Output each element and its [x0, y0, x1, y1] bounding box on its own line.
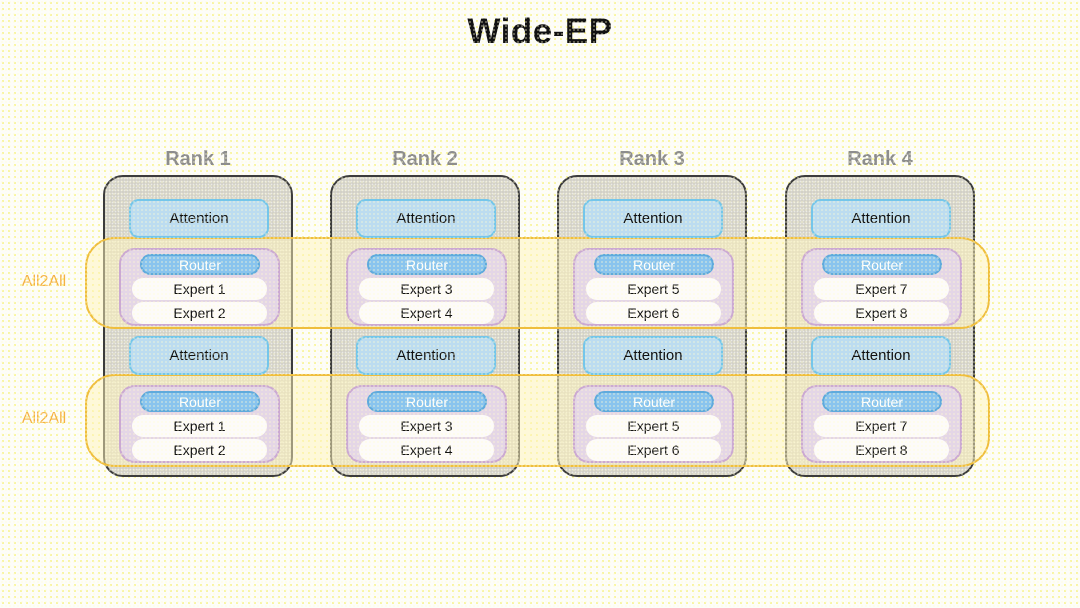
- diagram-title: Wide-EP: [467, 12, 613, 51]
- expert-pill: Expert 1: [132, 415, 267, 437]
- expert-pill: Expert 3: [359, 415, 494, 437]
- rank-label: Rank 2: [392, 148, 458, 170]
- expert-pill-label: Expert 8: [855, 442, 908, 458]
- router-pill: Router: [594, 254, 714, 275]
- moe-expert-group: Router Expert 5 Expert 6: [573, 385, 734, 463]
- expert-pill: Expert 5: [586, 278, 721, 300]
- expert-pill: Expert 4: [359, 439, 494, 461]
- expert-pill: Expert 7: [814, 278, 949, 300]
- attention-box: Attention: [811, 199, 951, 238]
- router-pill-label: Router: [632, 256, 676, 273]
- expert-pill-label: Expert 1: [173, 418, 226, 434]
- moe-expert-group: Router Expert 3 Expert 4: [346, 385, 507, 463]
- moe-expert-group: Router Expert 1 Expert 2: [119, 385, 280, 463]
- attention-box: Attention: [583, 199, 723, 238]
- attention-box: Attention: [356, 199, 496, 238]
- expert-pill-label: Expert 7: [855, 281, 908, 297]
- moe-expert-group: Router Expert 5 Expert 6: [573, 248, 734, 326]
- expert-pill: Expert 2: [132, 302, 267, 324]
- attention-box-label: Attention: [851, 210, 911, 227]
- moe-expert-group: Router Expert 3 Expert 4: [346, 248, 507, 326]
- router-pill-label: Router: [405, 256, 449, 273]
- attention-box-label: Attention: [623, 210, 683, 227]
- moe-expert-group: Router Expert 7 Expert 8: [801, 385, 962, 463]
- expert-pill: Expert 8: [814, 302, 949, 324]
- all2all-label-bottom: All2All: [21, 410, 67, 427]
- router-pill-label: Router: [178, 393, 222, 410]
- attention-box-label: Attention: [169, 210, 229, 227]
- router-pill-label: Router: [405, 393, 449, 410]
- attention-box-label: Attention: [169, 347, 229, 364]
- expert-pill-label: Expert 2: [173, 442, 226, 458]
- router-pill: Router: [367, 254, 487, 275]
- expert-pill: Expert 8: [814, 439, 949, 461]
- router-pill: Router: [140, 254, 260, 275]
- attention-box-label: Attention: [851, 347, 911, 364]
- expert-pill: Expert 3: [359, 278, 494, 300]
- attention-box: Attention: [583, 336, 723, 375]
- rank-label: Rank 4: [847, 148, 913, 170]
- expert-pill-label: Expert 5: [627, 281, 680, 297]
- expert-pill-label: Expert 2: [173, 305, 226, 321]
- expert-pill-label: Expert 6: [627, 442, 680, 458]
- expert-pill: Expert 2: [132, 439, 267, 461]
- attention-box-label: Attention: [623, 347, 683, 364]
- expert-pill: Expert 6: [586, 439, 721, 461]
- router-pill-label: Router: [860, 393, 904, 410]
- expert-pill-label: Expert 3: [400, 281, 453, 297]
- router-pill: Router: [822, 391, 942, 412]
- expert-pill-label: Expert 6: [627, 305, 680, 321]
- expert-pill-label: Expert 8: [855, 305, 908, 321]
- router-pill-label: Router: [632, 393, 676, 410]
- expert-pill-label: Expert 5: [627, 418, 680, 434]
- attention-box: Attention: [811, 336, 951, 375]
- expert-pill: Expert 7: [814, 415, 949, 437]
- attention-box-label: Attention: [396, 210, 456, 227]
- router-pill-label: Router: [178, 256, 222, 273]
- expert-pill: Expert 5: [586, 415, 721, 437]
- expert-pill-label: Expert 4: [400, 442, 453, 458]
- router-pill: Router: [367, 391, 487, 412]
- moe-expert-group: Router Expert 1 Expert 2: [119, 248, 280, 326]
- router-pill: Router: [594, 391, 714, 412]
- attention-box: Attention: [129, 199, 269, 238]
- rank-label: Rank 1: [165, 148, 231, 170]
- expert-pill-label: Expert 7: [855, 418, 908, 434]
- attention-box: Attention: [129, 336, 269, 375]
- expert-pill: Expert 6: [586, 302, 721, 324]
- expert-pill: Expert 1: [132, 278, 267, 300]
- router-pill: Router: [822, 254, 942, 275]
- expert-pill-label: Expert 1: [173, 281, 226, 297]
- router-pill: Router: [140, 391, 260, 412]
- router-pill-label: Router: [860, 256, 904, 273]
- expert-pill-label: Expert 3: [400, 418, 453, 434]
- attention-box: Attention: [356, 336, 496, 375]
- moe-expert-group: Router Expert 7 Expert 8: [801, 248, 962, 326]
- rank-column: Rank 2 Attention Router Expert 3 Expert …: [330, 148, 520, 477]
- expert-pill-label: Expert 4: [400, 305, 453, 321]
- expert-pill: Expert 4: [359, 302, 494, 324]
- all2all-label-top: All2All: [21, 273, 67, 290]
- attention-box-label: Attention: [396, 347, 456, 364]
- rank-label: Rank 3: [619, 148, 685, 170]
